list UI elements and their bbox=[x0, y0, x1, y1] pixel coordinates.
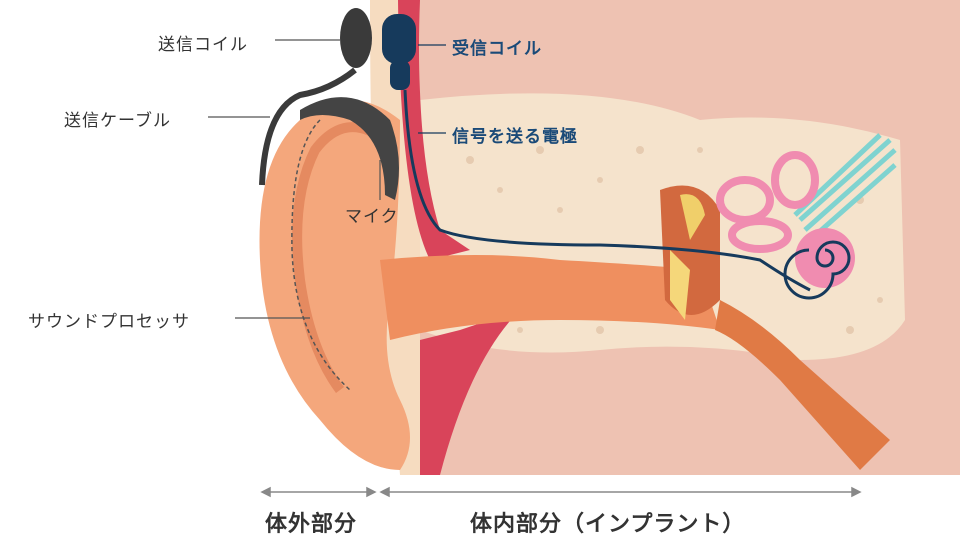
section-internal: 体内部分（インプラント） bbox=[470, 512, 746, 537]
label-transmit-coil: 送信コイル bbox=[158, 35, 248, 55]
muscle-lower bbox=[420, 310, 520, 475]
cochlea bbox=[795, 228, 855, 288]
muscle-upper bbox=[398, 0, 470, 260]
eardrum bbox=[670, 250, 690, 320]
ear-canal bbox=[380, 255, 720, 340]
leader-lines bbox=[208, 39, 446, 319]
section-arrows bbox=[260, 486, 862, 498]
label-sound-processor: サウンドプロセッサ bbox=[28, 312, 190, 332]
ossicles bbox=[680, 194, 705, 240]
receiver-coil bbox=[382, 14, 416, 64]
transmit-coil bbox=[340, 8, 372, 68]
receiver-stimulator bbox=[390, 60, 410, 90]
sound-processor bbox=[300, 97, 399, 200]
electrode-array bbox=[783, 240, 851, 300]
semicircular-canals bbox=[716, 151, 819, 253]
processor-outline bbox=[291, 119, 351, 391]
eustachian-tube bbox=[715, 300, 890, 470]
label-microphone: マイク bbox=[345, 207, 399, 227]
bone-dots bbox=[466, 146, 883, 334]
label-transmit-cable: 送信ケーブル bbox=[64, 111, 171, 131]
label-receiver-coil: 受信コイル bbox=[452, 39, 542, 59]
transmit-cable bbox=[259, 67, 357, 186]
ear-fold bbox=[292, 122, 388, 393]
section-external: 体外部分 bbox=[265, 512, 358, 537]
label-electrode: 信号を送る電極 bbox=[452, 127, 578, 147]
electrode-lead bbox=[403, 89, 811, 292]
